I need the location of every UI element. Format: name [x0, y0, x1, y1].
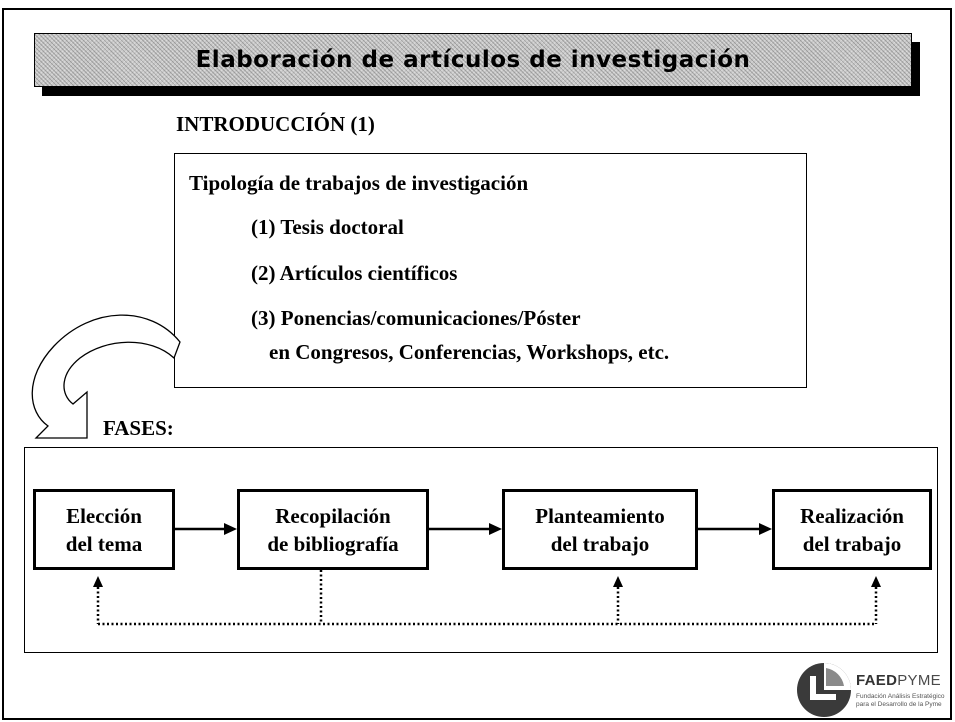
typology-item-presentations: (3) Ponencias/comunicaciones/Póster [251, 306, 581, 330]
typology-box: Tipología de trabajos de investigación (… [174, 153, 807, 388]
intro-heading: INTRODUCCIÓN (1) [176, 112, 375, 136]
typology-item-venues: en Congresos, Conferencias, Workshops, e… [269, 340, 670, 364]
logo-mark-icon [797, 663, 851, 717]
curved-arrow-icon [31, 314, 181, 439]
typology-item-thesis: (1) Tesis doctoral [251, 215, 404, 239]
phase-step-bibliography: Recopilación de bibliografía [237, 489, 429, 570]
phase-step-topic-line1: Elección [66, 503, 142, 528]
phase-step-execution-line1: Realización [800, 503, 904, 528]
slide-title: Elaboración de artículos de investigació… [195, 47, 751, 73]
faedpyme-logo: FAEDPYME Fundación Análisis Estratégico … [796, 658, 955, 718]
phases-heading: FASES: [103, 416, 174, 440]
phase-step-execution-line2: del trabajo [802, 531, 902, 556]
phase-step-topic: Elección del tema [33, 489, 175, 570]
phase-step-planning-line1: Planteamiento [535, 503, 665, 528]
phase-connectors [93, 523, 881, 626]
phase-step-bibliography-line1: Recopilación [275, 503, 391, 528]
phase-step-topic-line2: del tema [65, 531, 143, 556]
slide-frame [2, 8, 952, 720]
typology-heading: Tipología de trabajos de investigación [189, 171, 529, 195]
phase-step-execution: Realización del trabajo [772, 489, 932, 570]
title-bar: Elaboración de artículos de investigació… [34, 33, 912, 87]
phase-step-planning: Planteamiento del trabajo [502, 489, 698, 570]
typology-item-articles: (2) Artículos científicos [251, 261, 458, 285]
phase-step-planning-line2: del trabajo [550, 531, 650, 556]
logo-tagline-2: para el Desarrollo de la Pyme [856, 701, 942, 708]
logo-tagline-1: Fundación Análisis Estratégico [856, 693, 945, 700]
logo-name: FAEDPYME [856, 672, 941, 689]
phase-step-bibliography-line2: de bibliografía [267, 531, 399, 556]
phases-box: Elección del tema Recopilación de biblio… [24, 447, 938, 653]
